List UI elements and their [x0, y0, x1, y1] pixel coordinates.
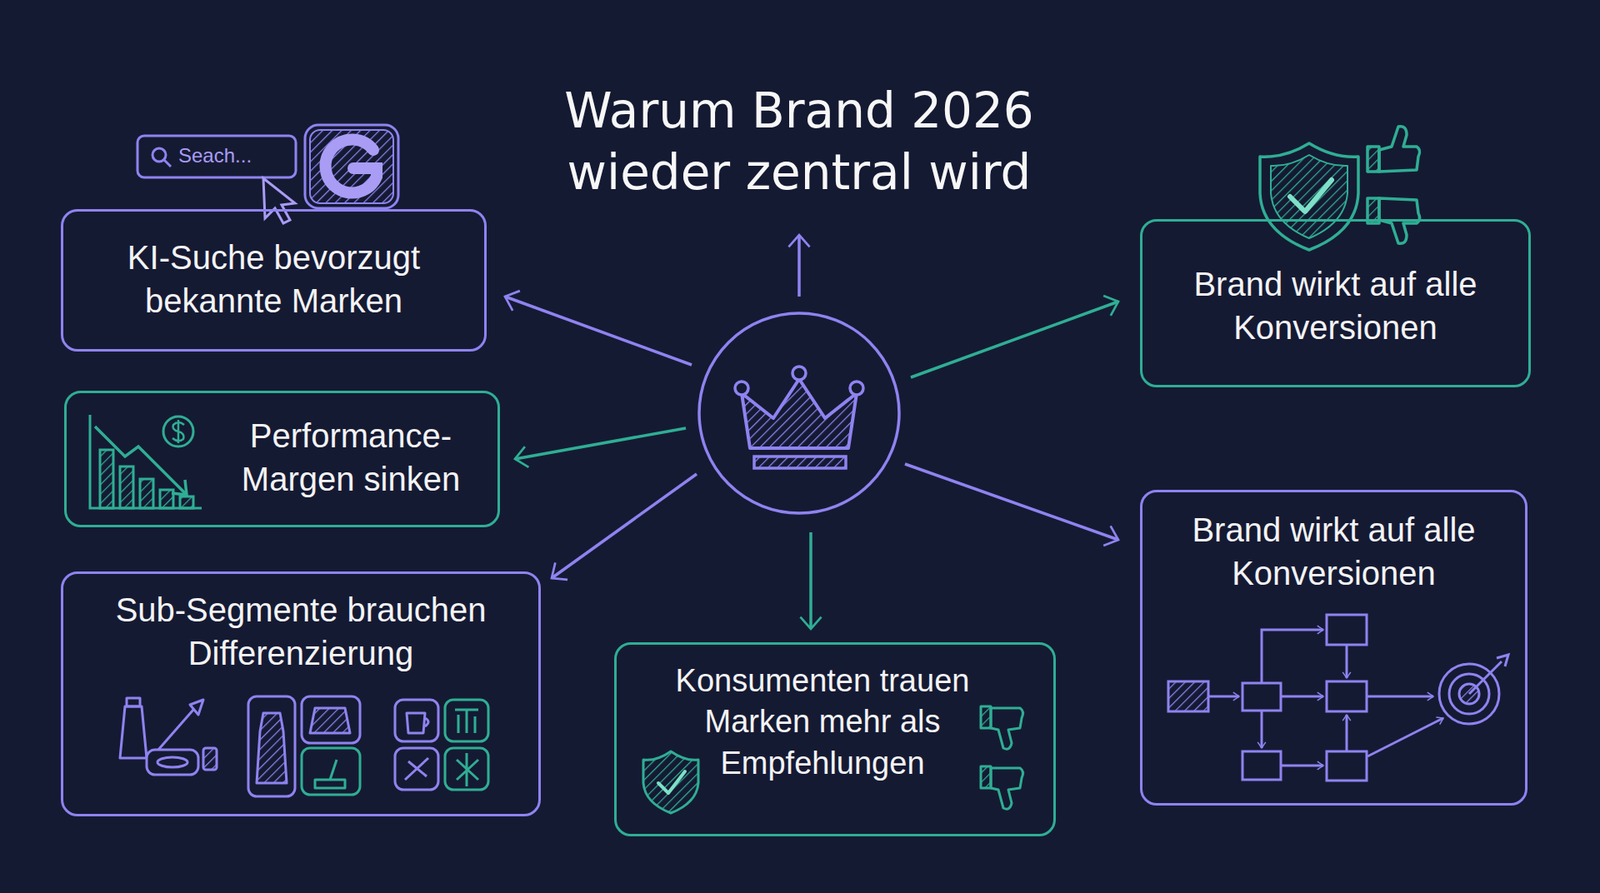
trust-icons: [1260, 126, 1420, 250]
box-text: KI-Suche bevorzugt bekannte Marken: [77, 235, 470, 323]
topic-box: Konsumenten trauen Marken mehr als Empfe…: [614, 642, 1056, 837]
search-placeholder: Seach...: [178, 144, 252, 168]
topic-box: Sub-Segmente brauchen Differenzierung: [60, 571, 541, 817]
topic-box: KI-Suche bevorzugt bekannte Marken: [60, 209, 487, 352]
diagram-title: Warum Brand 2026 wieder zentral wird: [515, 80, 1083, 204]
topic-box: Performance-Margen sinken: [64, 390, 500, 528]
box-text: Sub-Segmente brauchen Differenzierung: [73, 588, 529, 675]
product-icons: [120, 696, 489, 797]
box-text: Brand wirkt auf alle Konversionen: [1152, 508, 1515, 595]
topic-box: Brand wirkt auf alle Konversionen: [1140, 219, 1531, 388]
box-text: Performance-Margen sinken: [210, 414, 491, 501]
flowchart-icon: [1168, 615, 1509, 781]
box-text: Brand wirkt auf alle Konversionen: [1152, 262, 1519, 350]
box-text: Konsumenten trauen Marken mehr als Empfe…: [655, 660, 990, 785]
topic-box: Brand wirkt auf alle Konversionen: [1140, 490, 1528, 806]
falling-chart-icon: [90, 415, 202, 509]
crown-emblem: [699, 313, 900, 514]
radiating-arrows: [505, 235, 1119, 630]
